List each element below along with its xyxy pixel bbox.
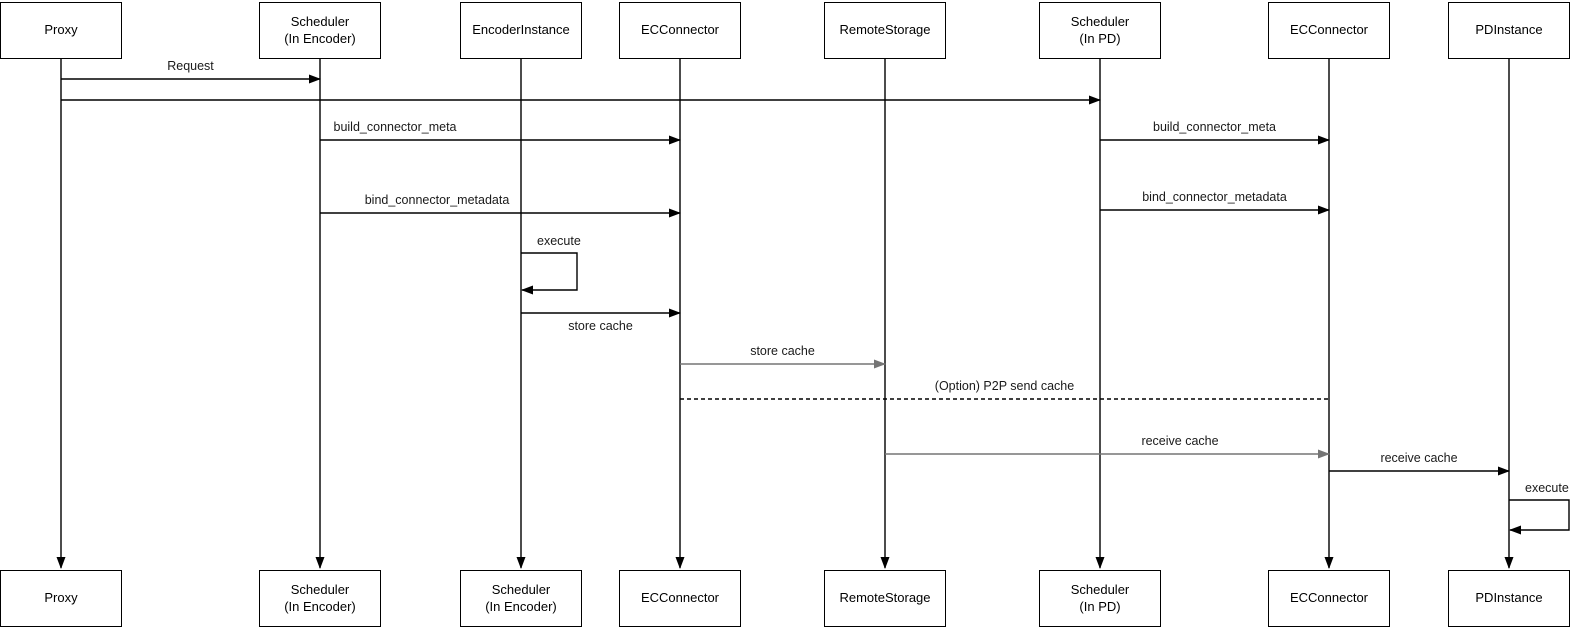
actor-box-bottom-ec-connector-2: ECConnector [1268,570,1390,627]
actor-box-bottom-ec-connector-1: ECConnector [619,570,741,627]
message-label-10: receive cache [1141,434,1219,448]
message-label-9: (Option) P2P send cache [934,379,1075,393]
actor-box-bottom-remote-storage: RemoteStorage [824,570,946,627]
actor-box-top-scheduler-in-pd: Scheduler (In PD) [1039,2,1161,59]
actor-box-bottom-scheduler-in-pd: Scheduler (In PD) [1039,570,1161,627]
actor-box-top-scheduler-in-encoder: Scheduler (In Encoder) [259,2,381,59]
message-label-6: execute [537,234,581,248]
actor-box-bottom-scheduler-in-encoder: Scheduler (In Encoder) [259,570,381,627]
actor-label-top-scheduler-in-encoder: Scheduler (In Encoder) [284,13,356,46]
actor-label-bottom-scheduler-in-pd: Scheduler (In PD) [1070,581,1130,614]
actor-box-bottom-encoder-instance: Scheduler (In Encoder) [460,570,582,627]
actor-label-bottom-proxy: Proxy [44,590,78,606]
message-label-8: store cache [750,344,815,358]
actor-label-bottom-encoder-instance: Scheduler (In Encoder) [485,581,557,614]
actor-box-top-ec-connector-1: ECConnector [619,2,741,59]
actor-label-top-ec-connector-2: ECConnector [1289,22,1369,38]
message-label-2: build_connector_meta [333,120,457,134]
message-label-11: receive cache [1380,451,1458,465]
actor-label-bottom-ec-connector-2: ECConnector [1289,590,1369,606]
message-label-4: bind_connector_metadata [364,193,510,207]
actor-box-bottom-proxy: Proxy [0,570,122,627]
actor-box-bottom-pd-instance: PDInstance [1448,570,1570,627]
actor-label-top-ec-connector-1: ECConnector [640,22,720,38]
actor-label-bottom-remote-storage: RemoteStorage [839,590,931,606]
actor-label-top-encoder-instance: EncoderInstance [472,22,570,38]
actor-label-bottom-pd-instance: PDInstance [1475,590,1543,606]
actor-box-top-encoder-instance: EncoderInstance [460,2,582,59]
actor-label-top-scheduler-in-pd: Scheduler (In PD) [1070,13,1130,46]
message-label-0: Request [167,59,214,73]
actor-label-bottom-scheduler-in-encoder: Scheduler (In Encoder) [284,581,356,614]
actor-box-top-ec-connector-2: ECConnector [1268,2,1390,59]
actor-label-bottom-ec-connector-1: ECConnector [640,590,720,606]
message-label-3: build_connector_meta [1153,120,1276,134]
message-label-12: execute [1525,481,1569,495]
actor-box-top-proxy: Proxy [0,2,122,59]
message-label-7: store cache [568,319,633,333]
actor-label-top-pd-instance: PDInstance [1475,22,1543,38]
actor-label-top-proxy: Proxy [44,22,78,38]
actor-label-top-remote-storage: RemoteStorage [839,22,931,38]
self-message-arrow-12 [1509,499,1570,535]
actor-box-top-remote-storage: RemoteStorage [824,2,946,59]
actor-box-top-pd-instance: PDInstance [1448,2,1570,59]
self-message-arrow-6 [521,252,578,295]
message-label-5: bind_connector_metadata [1142,190,1287,204]
